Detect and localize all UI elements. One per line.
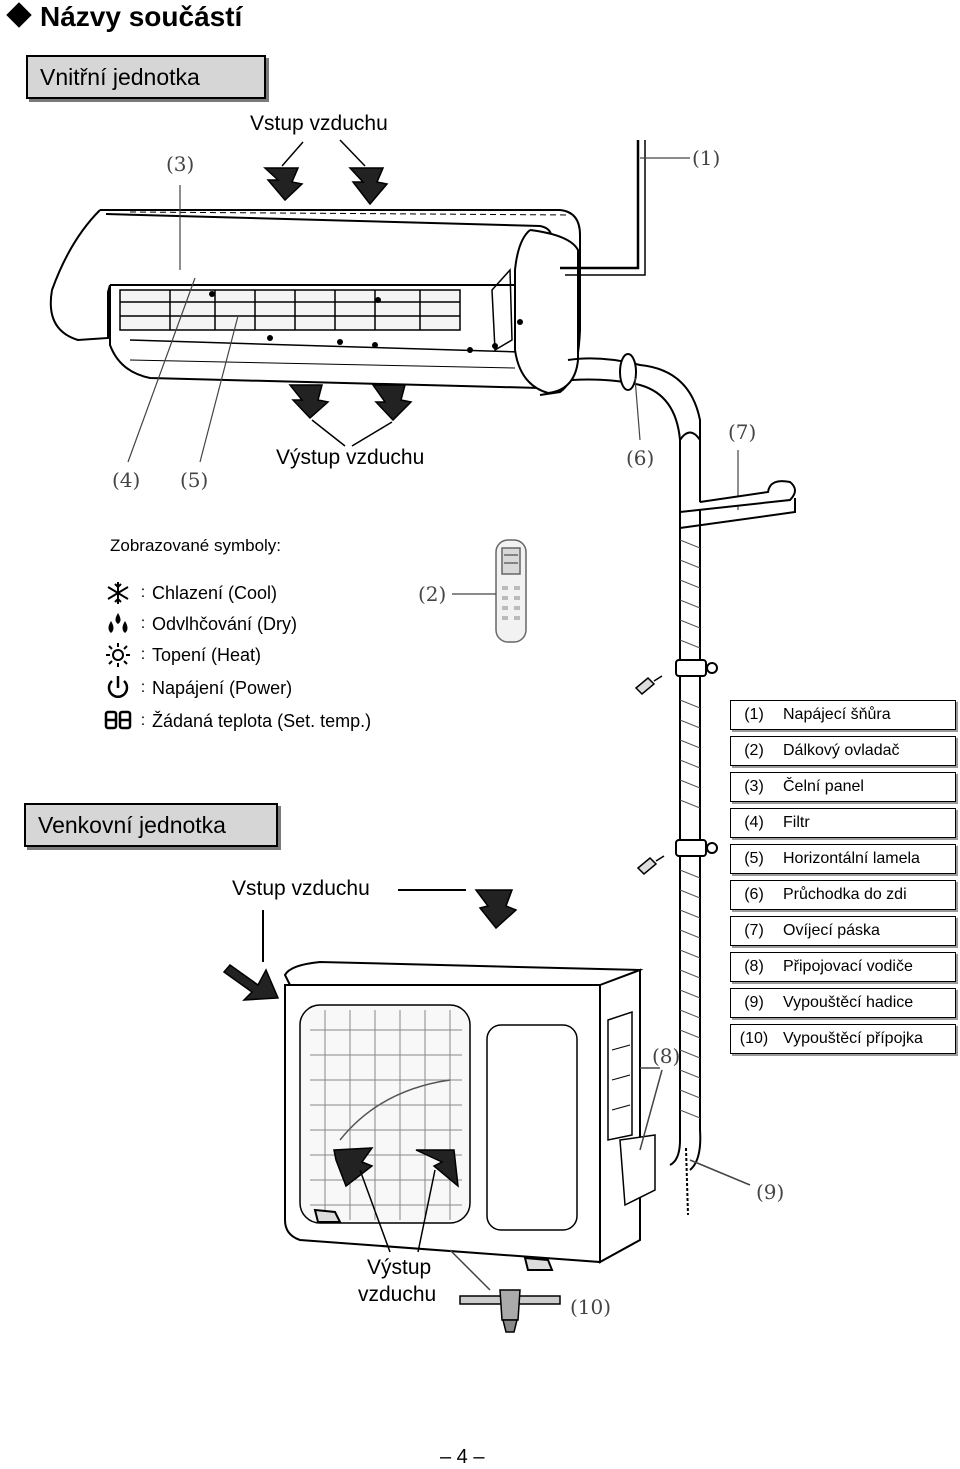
symbol-separator: : (140, 584, 146, 601)
wall-screws (634, 675, 665, 876)
outdoor-air-out-caption-line2: vzduchu (358, 1283, 437, 1306)
legend-row: (1) Napájecí šňůra (730, 700, 956, 730)
symbol-row-cool: : Chlazení (Cool) (104, 580, 277, 606)
legend-number: (4) (744, 814, 764, 831)
indoor-air-in-caption: Vstup vzduchu (250, 112, 388, 135)
symbols-heading: Zobrazované symboly: (110, 536, 282, 555)
callout-10: (10) (570, 1295, 612, 1319)
symbol-label: Topení (Heat) (152, 644, 262, 665)
connecting-pipe (669, 480, 796, 1171)
legend-text: Ovíjecí páska (783, 922, 880, 939)
legend-text: Filtr (783, 814, 810, 831)
symbol-label: Odvlhčování (Dry) (152, 613, 298, 634)
legend-text: Čelní panel (783, 778, 864, 795)
symbol-label: Žádaná teplota (Set. temp.) (152, 710, 372, 731)
symbol-label: Napájení (Power) (152, 677, 293, 698)
legend-row: (2) Dálkový ovladač (730, 736, 956, 766)
legend-number: (9) (744, 994, 764, 1011)
legend-number: (8) (744, 958, 764, 975)
callout-4: (4) (112, 468, 141, 492)
callout-6: (6) (626, 446, 655, 470)
remote-controller-drawing (495, 539, 527, 643)
legend-number: (1) (744, 706, 764, 723)
outdoor-unit-label: Venkovní jednotka (24, 803, 278, 847)
legend-number: (3) (744, 778, 764, 795)
legend-row: (7) Ovíjecí páska (730, 916, 956, 946)
symbol-separator: : (140, 646, 146, 663)
outdoor-air-out-caption-line1: Výstup (367, 1256, 432, 1279)
drain-hose-drawing (449, 1067, 751, 1333)
legend-text: Průchodka do zdi (783, 886, 907, 903)
legend-text: Připojovací vodiče (783, 958, 913, 975)
diamond-bullet-icon (6, 2, 32, 28)
legend-row: (3) Čelní panel (730, 772, 956, 802)
digits-icon (104, 710, 132, 730)
indoor-air-out-caption: Výstup vzduchu (276, 446, 425, 469)
legend-row: (9) Vypouštěcí hadice (730, 988, 956, 1018)
outdoor-air-in-caption: Vstup vzduchu (232, 877, 370, 900)
callout-5: (5) (180, 468, 209, 492)
legend-row: (5) Horizontální lamela (730, 844, 956, 874)
legend-row: (4) Filtr (730, 808, 956, 838)
symbol-label: Chlazení (Cool) (152, 582, 278, 603)
legend-number: (5) (744, 850, 764, 867)
callout-1: (1) (692, 146, 721, 170)
water-drops-icon (108, 613, 128, 633)
outdoor-air-arrows (222, 889, 518, 1253)
legend-text: Dálkový ovladač (783, 742, 900, 759)
snowflake-icon (107, 582, 129, 604)
symbol-row-dry: : Odvlhčování (Dry) (104, 611, 297, 637)
legend-number: (7) (744, 922, 764, 939)
outdoor-unit-drawing (283, 960, 656, 1271)
sun-icon (106, 643, 130, 667)
symbol-separator: : (140, 615, 146, 632)
legend-text: Napájecí šňůra (783, 706, 891, 723)
page-title: Názvy součástí (4, 0, 242, 34)
symbol-row-heat: : Topení (Heat) (104, 642, 261, 668)
legend-number: (2) (744, 742, 764, 759)
symbol-separator: : (140, 679, 146, 696)
callout-8: (8) (652, 1044, 681, 1068)
indoor-air-in-arrows (263, 139, 389, 206)
legend-row: (8) Připojovací vodiče (730, 952, 956, 982)
indoor-unit-label: Vnitřní jednotka (26, 55, 266, 99)
legend-number: (10) (739, 1030, 769, 1047)
page-number: – 4 – (440, 1446, 485, 1468)
legend-row: (6) Průchodka do zdi (730, 880, 956, 910)
callout-2: (2) (418, 582, 447, 606)
legend-text: Vypouštěcí přípojka (783, 1030, 923, 1047)
indoor-leader-lines (127, 157, 739, 510)
callout-3: (3) (166, 152, 195, 176)
parts-legend: (1) Napájecí šňůra (2) Dálkový ovladač (3)… (730, 700, 956, 1060)
symbol-separator: : (140, 712, 146, 729)
callout-7: (7) (728, 420, 757, 444)
page-title-text: Názvy součástí (40, 1, 243, 32)
legend-number: (6) (744, 886, 764, 903)
indoor-air-out-arrows (288, 384, 413, 447)
callout-9: (9) (756, 1180, 785, 1204)
legend-text: Vypouštěcí hadice (783, 994, 914, 1011)
symbol-row-power: : Napájení (Power) (104, 675, 292, 701)
legend-text: Horizontální lamela (783, 850, 920, 867)
legend-row: (10) Vypouštěcí přípojka (730, 1024, 956, 1054)
indoor-unit-drawing (49, 140, 701, 500)
power-icon (107, 676, 129, 698)
symbol-row-set-temp: : Žádaná teplota (Set. temp.) (104, 708, 371, 734)
